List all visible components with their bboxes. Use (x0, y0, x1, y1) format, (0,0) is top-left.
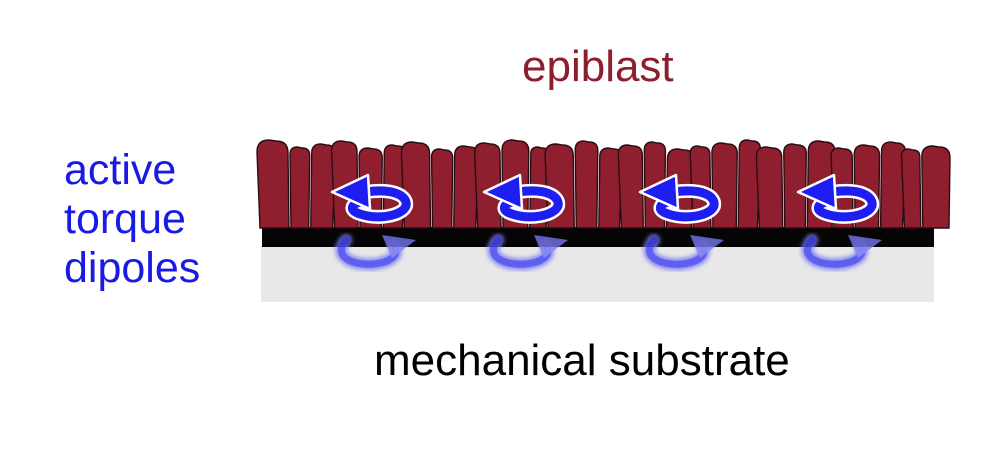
clockwise-curved-arrow-icon (643, 234, 724, 271)
epiblast-label: epiblast (522, 42, 674, 91)
epiblast-cell (783, 143, 808, 229)
torque-dipole (482, 173, 568, 271)
epiblast-cell (256, 139, 290, 229)
epiblast-cell (900, 148, 922, 229)
clockwise-curved-arrow-icon (801, 234, 882, 271)
counterclockwise-curved-arrow-icon (482, 173, 566, 224)
torque-dipoles (330, 173, 882, 271)
torque-dipole (796, 173, 882, 271)
epiblast-cell (737, 139, 762, 229)
epiblast-cell (755, 146, 784, 229)
epiblast-cell (430, 148, 454, 229)
clockwise-curved-arrow-icon (487, 234, 568, 271)
counterclockwise-curved-arrow-icon (330, 173, 414, 224)
epiblast-cell (473, 142, 502, 229)
torque-dipole (330, 173, 416, 271)
epiblast-cell (289, 146, 311, 229)
epiblast-cell (574, 140, 599, 229)
clockwise-curved-arrow-icon (335, 234, 416, 271)
epiblast-cell (617, 144, 645, 229)
torque-label-line-3: dipoles (64, 244, 201, 292)
torque-label-line-1: active (64, 146, 177, 194)
interface-layer (262, 227, 934, 247)
torque-dipole (638, 173, 724, 271)
epiblast-cell (921, 145, 951, 229)
active-torque-dipoles-label: active torque dipoles (64, 146, 200, 293)
mechanical-substrate-label: mechanical substrate (374, 336, 790, 385)
mechanical-substrate (261, 246, 934, 302)
counterclockwise-curved-arrow-icon (638, 173, 722, 224)
counterclockwise-curved-arrow-icon (796, 173, 880, 224)
torque-label-line-2: torque (64, 195, 186, 243)
